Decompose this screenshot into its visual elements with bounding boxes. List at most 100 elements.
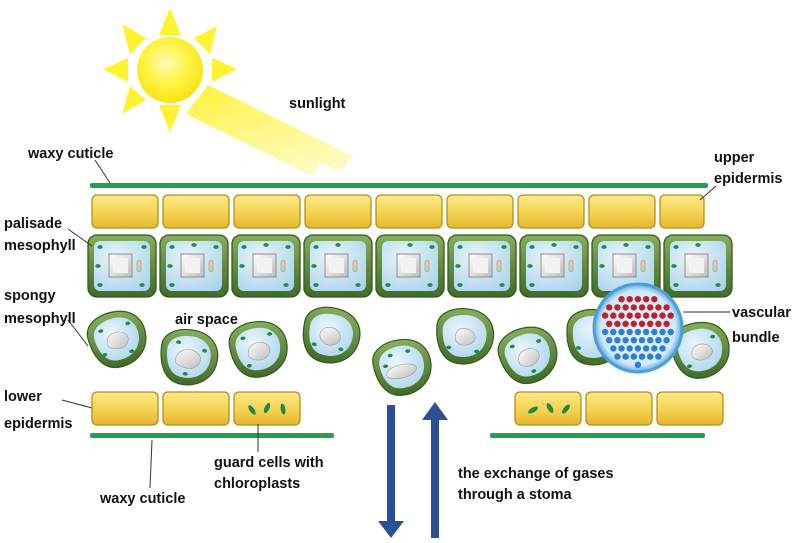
xylem-dot: [626, 328, 633, 336]
phloem-dot: [630, 320, 637, 327]
xylem-dot: [647, 337, 654, 344]
spongy-mesophyll-layer: [86, 306, 730, 396]
spongy-label-line2: mesophyll: [4, 311, 76, 327]
palisade-cell: [519, 234, 589, 298]
arrow-up-down-icon: [378, 402, 448, 538]
xylem-dot: [614, 353, 621, 360]
phloem-dot: [606, 320, 613, 327]
phloem-dot: [626, 312, 633, 319]
xylem-dot: [610, 328, 617, 336]
air-space-label: air space: [175, 312, 238, 328]
lower-epidermis-label-line2: epidermis: [4, 416, 73, 432]
xylem-dot: [634, 345, 642, 352]
palisade-cell: [303, 234, 373, 298]
waxy-cuticle-top-label: waxy cuticle: [27, 146, 113, 162]
xylem-dot: [634, 361, 642, 368]
phloem-dot: [647, 304, 654, 311]
waxy-cuticle-bottom-label: waxy cuticle: [99, 491, 185, 507]
phloem-dot: [642, 296, 650, 303]
phloem-dot: [634, 312, 642, 319]
phloem-dot: [618, 312, 625, 319]
xylem-dot: [659, 328, 666, 336]
xylem-dot: [638, 337, 646, 344]
palisade-cell: [159, 234, 229, 298]
phloem-dot: [663, 304, 670, 311]
palisade-cell: [591, 234, 661, 298]
spongy-cell: [670, 321, 730, 379]
lower-epidermis-label-line1: lower: [4, 389, 42, 405]
phloem-dot: [622, 304, 629, 311]
lower-epidermis: [91, 391, 724, 426]
phloem-dot: [630, 304, 637, 311]
phloem-dot: [651, 296, 658, 303]
xylem-dot: [606, 337, 613, 344]
xylem-dot: [655, 353, 662, 360]
phloem-dot: [638, 320, 646, 327]
guard-cells-label-line1: guard cells with: [214, 455, 324, 471]
phloem-dot: [659, 312, 666, 319]
palisade-cell: [87, 234, 157, 298]
phloem-dot: [634, 296, 642, 303]
xylem-dot: [647, 353, 654, 360]
xylem-dot: [642, 328, 650, 336]
xylem-dot: [638, 353, 646, 360]
phloem-dot: [647, 320, 654, 327]
palisade-cell: [447, 234, 517, 298]
gas-exchange-label-line1: the exchange of gases: [458, 466, 614, 482]
vascular-bundle-label-line2: bundle: [732, 330, 780, 346]
gas-exchange-label-line2: through a stoma: [458, 487, 573, 503]
phloem-dot: [655, 304, 662, 311]
xylem-dot: [667, 328, 674, 336]
phloem-dot: [614, 320, 621, 327]
xylem-dot: [614, 337, 621, 344]
upper-waxy-cuticle: [90, 183, 708, 188]
phloem-dot: [601, 312, 609, 319]
xylem-dot: [655, 337, 662, 344]
xylem-dot: [651, 328, 658, 336]
phloem-dot: [606, 304, 613, 311]
palisade-label-line1: palisade: [4, 216, 62, 232]
xylem-dot: [663, 337, 670, 344]
palisade-mesophyll-layer: [87, 234, 733, 298]
xylem-dot: [659, 345, 666, 352]
spongy-cell: [372, 338, 432, 396]
phloem-dot: [651, 312, 658, 319]
palisade-cell: [375, 234, 445, 298]
lower-waxy-cuticle-left: [90, 433, 334, 438]
spongy-cell: [497, 326, 558, 385]
phloem-dot: [622, 320, 629, 327]
xylem-dot: [610, 345, 617, 352]
spongy-cell: [160, 328, 219, 386]
phloem-dot: [638, 304, 646, 311]
phloem-dot: [610, 312, 617, 319]
phloem-dot: [663, 320, 670, 327]
upper-epidermis: [91, 194, 705, 229]
phloem-dot: [618, 296, 625, 303]
sunlight-label: sunlight: [289, 96, 346, 112]
spongy-cell: [86, 310, 147, 368]
vascular-bundle-label-line1: vascular: [732, 305, 791, 321]
guard-cells-label-line2: chloroplasts: [214, 476, 300, 492]
leader-lines: [61, 159, 730, 489]
xylem-dot: [618, 328, 625, 336]
upper-epidermis-label-line2: epidermis: [714, 171, 783, 187]
palisade-cell: [231, 234, 301, 298]
vascular-bundle: [592, 282, 684, 374]
upper-epidermis-label-line1: upper: [714, 150, 755, 166]
lower-waxy-cuticle-right: [490, 433, 705, 438]
xylem-dot: [626, 345, 633, 352]
phloem-dot: [655, 320, 662, 327]
xylem-dot: [622, 337, 629, 344]
xylem-dot: [618, 345, 625, 352]
phloem-dot: [626, 296, 633, 303]
spongy-cell: [302, 306, 361, 364]
xylem-dot: [634, 328, 642, 336]
palisade-cell: [663, 234, 733, 298]
phloem-dot: [614, 304, 621, 311]
spongy-cell: [436, 308, 495, 365]
palisade-label-line2: mesophyll: [4, 238, 76, 254]
phloem-dot: [667, 312, 674, 319]
xylem-dot: [630, 337, 637, 344]
spongy-cell: [228, 320, 288, 378]
